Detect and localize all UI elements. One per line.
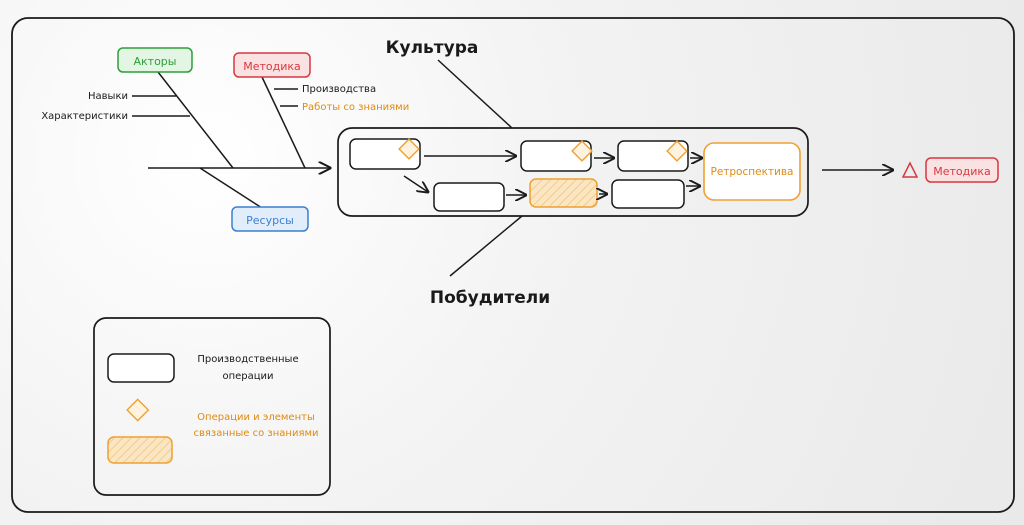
methodology-tag: Методика [233, 52, 311, 78]
drivers-line [449, 215, 523, 277]
production-op-4 [433, 182, 505, 212]
legend-knowledge-line1: Операции и элементы [197, 412, 315, 423]
methodology-label: Методика [243, 60, 301, 73]
resources-tag: Ресурсы [231, 206, 309, 232]
actors-tag: Акторы [117, 47, 193, 73]
resources-label: Ресурсы [246, 214, 294, 227]
methodology-result-tag: Методика [925, 157, 999, 183]
actors-bone [157, 71, 234, 169]
legend-production-line2: операции [222, 371, 273, 382]
legend-knowledge-diamond [126, 398, 150, 422]
knowledge-work-label: Работы со знаниями [302, 102, 409, 113]
delta-icon [901, 161, 919, 178]
legend-box [93, 317, 331, 496]
production-label: Производства [302, 84, 376, 95]
retrospective-box: Ретроспектива [703, 142, 801, 201]
knowledge-diamond-3 [666, 140, 688, 162]
production-op-2 [520, 140, 592, 172]
process-container [337, 127, 809, 217]
legend-production-line1: Производственные [197, 354, 298, 365]
outer-frame [11, 17, 1015, 513]
knowledge-op [529, 178, 598, 208]
legend-knowledge-swatch [107, 436, 173, 464]
knowledge-diamond-2 [571, 140, 593, 162]
culture-title: Культура [386, 38, 479, 58]
skills-label: Навыки [88, 91, 128, 102]
production-op-5 [611, 179, 685, 209]
drivers-title: Побудители [430, 288, 550, 308]
legend-knowledge-line2: связанные со знаниями [193, 428, 318, 439]
methodology-result-label: Методика [933, 165, 991, 178]
culture-line [437, 59, 513, 129]
actors-label: Акторы [134, 55, 177, 68]
branch-arrow [403, 175, 428, 192]
characteristics-label: Характеристики [41, 111, 128, 122]
legend-production-swatch [107, 353, 175, 383]
retrospective-label: Ретроспектива [710, 166, 793, 178]
methodology-bone [261, 76, 306, 169]
knowledge-diamond-1 [398, 138, 420, 160]
resources-bone [199, 167, 263, 209]
